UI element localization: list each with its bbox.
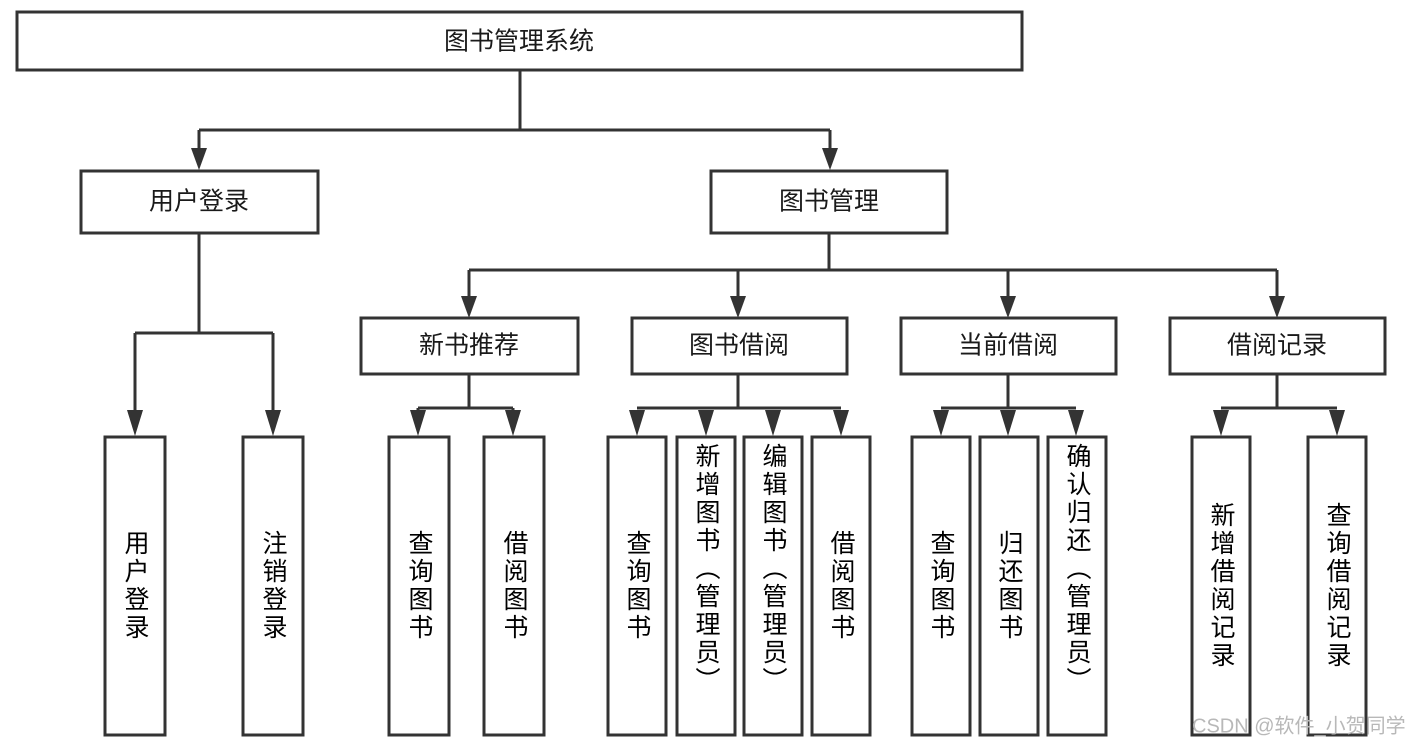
leaf-new-book-2-box[interactable] <box>482 435 546 737</box>
node-current-borrow[interactable]: 当前借阅 <box>899 316 1118 376</box>
node-user-login-box[interactable] <box>79 169 320 235</box>
arrow-bm-to-record <box>1269 296 1285 318</box>
leaf-borrow-record-1-label: 新增借阅记录 <box>1207 502 1235 670</box>
leaf-new-book-1-label: 查询图书 <box>405 530 433 642</box>
leaf-user-login-1-box[interactable] <box>103 435 167 737</box>
arrow-bm-to-borrow <box>730 296 746 318</box>
arrow-current-leaf3 <box>1068 410 1084 436</box>
node-book-borrow-label: 图书借阅 <box>689 332 789 360</box>
node-current-borrow-label: 当前借阅 <box>958 332 1058 360</box>
arrow-userlogin-leaf1 <box>127 410 143 436</box>
node-borrow-record-label: 借阅记录 <box>1227 332 1327 360</box>
leaf-current-borrow-2-box[interactable] <box>978 435 1040 737</box>
leaf-user-login-2-text-area: 注销登录 <box>259 530 287 642</box>
leaf-new-book-2-label: 借阅图书 <box>500 530 528 642</box>
leaf-user-login-2[interactable]: 注销登录 <box>241 435 305 737</box>
leaf-borrow-record-2-box[interactable] <box>1306 435 1368 737</box>
node-book-manage-box[interactable] <box>709 169 949 235</box>
leaf-current-borrow-1-text-area: 查询图书 <box>927 530 955 642</box>
leaf-book-borrow-3-box[interactable] <box>742 435 804 737</box>
leaf-book-borrow-1-box[interactable] <box>606 435 668 737</box>
leaf-current-borrow-3[interactable]: 确认归还（管理员） <box>1046 435 1108 737</box>
leaf-user-login-2-box[interactable] <box>241 435 305 737</box>
leaf-current-borrow-2-text-area: 归还图书 <box>995 530 1023 642</box>
leaf-borrow-record-1-text-area: 新增借阅记录 <box>1207 502 1235 670</box>
leaf-borrow-record-2[interactable]: 查询借阅记录 <box>1306 435 1368 737</box>
node-book-borrow-box[interactable] <box>630 316 849 376</box>
leaf-current-borrow-2[interactable]: 归还图书 <box>978 435 1040 737</box>
leaf-book-borrow-1-text-area: 查询图书 <box>623 530 651 642</box>
arrow-bm-to-current <box>1000 296 1016 318</box>
leaf-new-book-1-box[interactable] <box>387 435 451 737</box>
leaf-borrow-record-2-text-area: 查询借阅记录 <box>1323 502 1351 670</box>
leaf-book-borrow-3[interactable]: 编辑图书（管理员） <box>742 435 804 737</box>
arrow-current-leaf2 <box>1000 410 1016 436</box>
arrow-borrow-leaf3 <box>765 410 781 436</box>
node-borrow-record[interactable]: 借阅记录 <box>1168 316 1387 376</box>
leaf-book-borrow-4[interactable]: 借阅图书 <box>810 435 872 737</box>
arrow-borrow-leaf1 <box>629 410 645 436</box>
leaf-book-borrow-2-box[interactable] <box>675 435 737 737</box>
node-book-borrow[interactable]: 图书借阅 <box>630 316 849 376</box>
node-book-manage-label: 图书管理 <box>779 188 879 216</box>
node-new-book-recommend[interactable]: 新书推荐 <box>359 316 580 376</box>
leaf-borrow-record-2-label: 查询借阅记录 <box>1323 502 1351 670</box>
arrow-root-to-user-login <box>191 148 207 170</box>
leaf-book-borrow-4-box[interactable] <box>810 435 872 737</box>
leaf-new-book-1[interactable]: 查询图书 <box>387 435 451 737</box>
node-root-box[interactable] <box>15 10 1024 72</box>
node-user-login-label: 用户登录 <box>149 188 249 216</box>
leaf-user-login-1-label: 用户登录 <box>121 530 149 642</box>
node-new-book-recommend-label: 新书推荐 <box>419 332 519 360</box>
leaf-current-borrow-1-box[interactable] <box>910 435 972 737</box>
node-borrow-record-box[interactable] <box>1168 316 1387 376</box>
leaf-current-borrow-1-label: 查询图书 <box>927 530 955 642</box>
arrow-borrow-leaf2 <box>698 410 714 436</box>
node-book-manage[interactable]: 图书管理 <box>709 169 949 235</box>
leaf-book-borrow-2[interactable]: 新增图书（管理员） <box>675 435 737 737</box>
leaf-book-borrow-2-text-area: 新增图书（管理员） <box>692 443 720 695</box>
arrow-record-leaf1 <box>1213 410 1229 436</box>
node-user-login[interactable]: 用户登录 <box>79 169 320 235</box>
leaf-current-borrow-3-label: 确认归还（管理员） <box>1063 443 1091 695</box>
node-current-borrow-box[interactable] <box>899 316 1118 376</box>
node-new-book-recommend-box[interactable] <box>359 316 580 376</box>
leaf-current-borrow-1[interactable]: 查询图书 <box>910 435 972 737</box>
leaf-book-borrow-2-label: 新增图书（管理员） <box>692 443 720 695</box>
watermark-label: CSDN @软件_小贺同学 <box>1192 714 1405 737</box>
connector-layer <box>127 70 1345 436</box>
arrow-userlogin-leaf2 <box>265 410 281 436</box>
arrow-bm-to-newbook <box>461 296 477 318</box>
arrow-root-to-book-manage <box>822 148 838 170</box>
leaf-book-borrow-4-label: 借阅图书 <box>827 530 855 642</box>
leaf-user-login-2-label: 注销登录 <box>259 530 287 642</box>
leaf-borrow-record-1[interactable]: 新增借阅记录 <box>1190 435 1252 737</box>
leaf-current-borrow-3-text-area: 确认归还（管理员） <box>1063 443 1091 695</box>
arrow-current-leaf1 <box>933 410 949 436</box>
leaf-new-book-2[interactable]: 借阅图书 <box>482 435 546 737</box>
node-root-system[interactable]: 图书管理系统 <box>15 10 1024 72</box>
arrow-newbook-leaf2 <box>505 410 521 436</box>
leaf-current-borrow-3-box[interactable] <box>1046 435 1108 737</box>
leaf-user-login-1[interactable]: 用户登录 <box>103 435 167 737</box>
leaf-new-book-1-text-area: 查询图书 <box>405 530 433 642</box>
leaf-current-borrow-2-label: 归还图书 <box>995 530 1023 642</box>
node-root-label: 图书管理系统 <box>444 28 594 56</box>
leaf-borrow-record-1-box[interactable] <box>1190 435 1252 737</box>
leaf-user-login-1-text-area: 用户登录 <box>121 530 149 642</box>
arrow-record-leaf2 <box>1329 410 1345 436</box>
leaf-book-borrow-4-text-area: 借阅图书 <box>827 530 855 642</box>
leaf-book-borrow-1[interactable]: 查询图书 <box>606 435 668 737</box>
leaf-book-borrow-1-label: 查询图书 <box>623 530 651 642</box>
arrow-newbook-leaf1 <box>410 410 426 436</box>
leaf-new-book-2-text-area: 借阅图书 <box>500 530 528 642</box>
arrow-borrow-leaf4 <box>833 410 849 436</box>
leaf-book-borrow-3-text-area: 编辑图书（管理员） <box>759 443 787 695</box>
leaf-book-borrow-3-label: 编辑图书（管理员） <box>759 443 787 695</box>
